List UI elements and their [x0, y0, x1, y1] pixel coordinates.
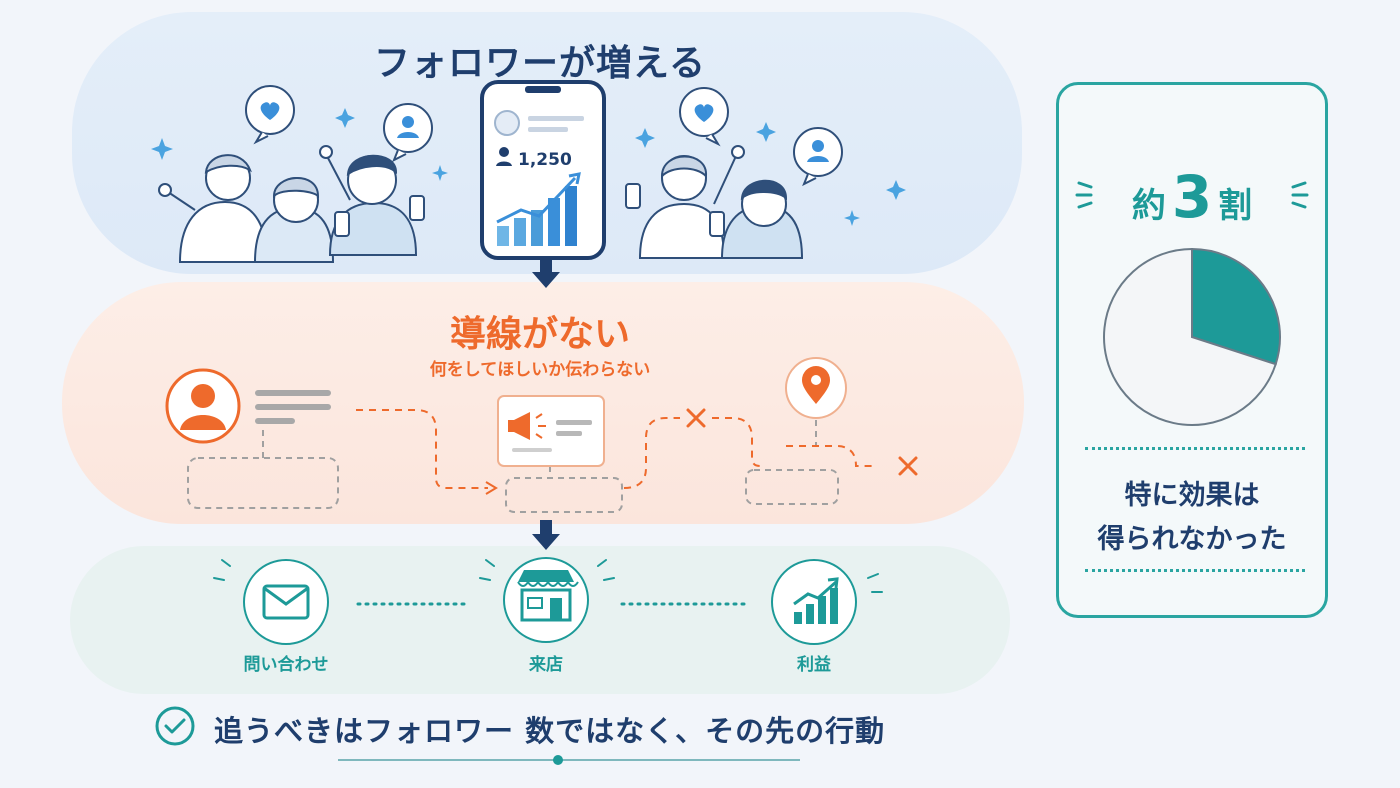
x-mark-icon — [686, 408, 918, 476]
outcome-label-profit: 利益 — [797, 655, 831, 675]
conclusion-underline — [338, 759, 800, 761]
result-text-line1: 特に効果は — [1124, 480, 1260, 511]
ratio-pie-chart — [1103, 247, 1281, 426]
path-arrowhead — [485, 481, 498, 495]
conclusion: 追うべきはフォロワー 数ではなく、その先の行動 — [150, 702, 970, 752]
ratio-number: 3 — [1171, 163, 1213, 231]
megaphone-card-icon — [497, 395, 605, 467]
check-circle-icon — [155, 706, 195, 746]
emphasis-marks — [1075, 181, 1309, 209]
dotted-divider — [1085, 569, 1305, 572]
mail-icon — [243, 559, 329, 645]
result-card-decoration — [1075, 181, 1309, 426]
store-icon — [503, 557, 589, 643]
location-pin-icon — [785, 357, 847, 419]
pie-slice-rest — [1103, 247, 1277, 426]
text-lines-decoration — [255, 390, 331, 424]
followers-stage-title: フォロワーが増える — [374, 43, 706, 84]
people-left-illustration — [158, 145, 425, 263]
heart-bubble-icon — [679, 87, 729, 147]
no-path-stage-subtitle: 何をしてほしいか伝わらない — [429, 360, 651, 380]
people-right-illustration — [625, 145, 804, 259]
burst-lines — [213, 559, 883, 593]
dashed-path — [356, 409, 876, 489]
growth-chart-icon — [771, 559, 857, 645]
empty-box — [187, 420, 839, 513]
down-arrow-icon — [532, 258, 560, 550]
conclusion-underline-dot — [553, 755, 563, 765]
pie-slice-effective — [1191, 247, 1281, 366]
phone-growth-chart-icon: 1,250 — [480, 80, 606, 260]
heart-bubble-icon — [245, 85, 295, 145]
dotted-divider — [1085, 447, 1305, 450]
conclusion-text: 追うべきはフォロワー 数ではなく、その先の行動 — [214, 714, 886, 748]
ratio-prefix: 約 — [1131, 186, 1166, 226]
outcome-label-inquiry: 問い合わせ — [243, 655, 329, 675]
user-bubble-icon — [793, 127, 843, 187]
ratio-suffix: 割 — [1218, 186, 1253, 226]
outcome-label-visit: 来店 — [529, 655, 563, 675]
sparkle-icon — [151, 108, 906, 226]
no-path-stage-title: 導線がない — [449, 314, 630, 355]
result-text-line2: 得られなかった — [1097, 524, 1287, 555]
user-bubble-icon — [383, 103, 433, 163]
user-avatar-icon — [165, 368, 241, 444]
phone-follower-count: 1,250 — [518, 150, 572, 170]
